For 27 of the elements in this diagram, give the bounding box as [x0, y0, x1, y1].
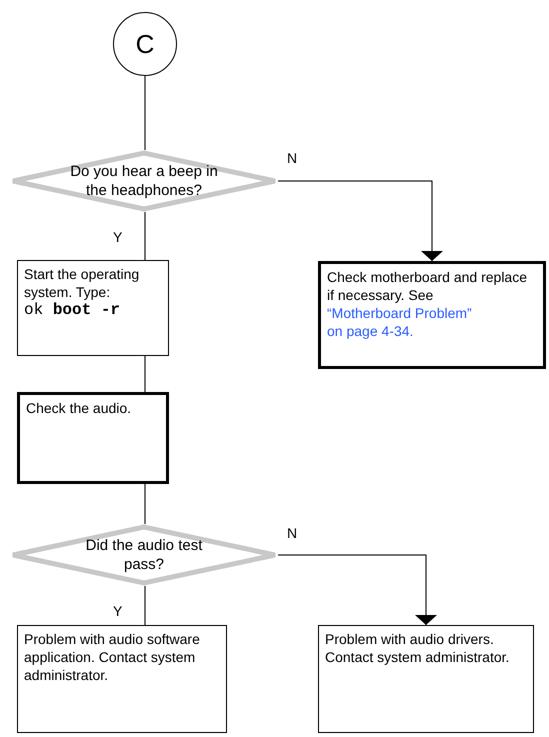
edge-label: Y	[111, 229, 124, 245]
process-box	[17, 625, 227, 733]
action-box	[318, 261, 546, 369]
question-text: C	[136, 31, 154, 57]
connector-line	[144, 484, 146, 524]
edge-label: Y	[111, 603, 124, 619]
decision-diamond	[10, 150, 278, 212]
command-text: ok boot -r	[24, 301, 122, 319]
arrow	[278, 180, 443, 262]
step-text: Check the audio.	[26, 399, 132, 417]
connector-line	[144, 212, 146, 260]
page-link: on page 4-34.	[327, 323, 414, 339]
connector-line	[144, 356, 146, 392]
connector-line	[144, 76, 146, 150]
decision-diamond	[10, 524, 278, 586]
step-text: Check motherboard and replace if necessary. See “Motherboard Problem” on page 4-34.	[327, 268, 528, 340]
connector-line	[144, 586, 146, 626]
page-link: “Motherboard Problem”	[327, 305, 472, 321]
question-text: Did the audio test pass?	[84, 536, 204, 574]
question-text: Do you hear a beep in the headphones?	[69, 162, 219, 200]
process-box	[318, 625, 534, 733]
arrow	[278, 554, 437, 626]
process-box	[17, 260, 169, 356]
step-text: Start the operating system. Type:	[24, 265, 140, 301]
step-text: Problem with audio drivers. Contact system administrator.	[325, 630, 510, 666]
action-box	[17, 392, 169, 484]
step-text: Problem with audio software application. Contact system administrator.	[24, 630, 201, 684]
